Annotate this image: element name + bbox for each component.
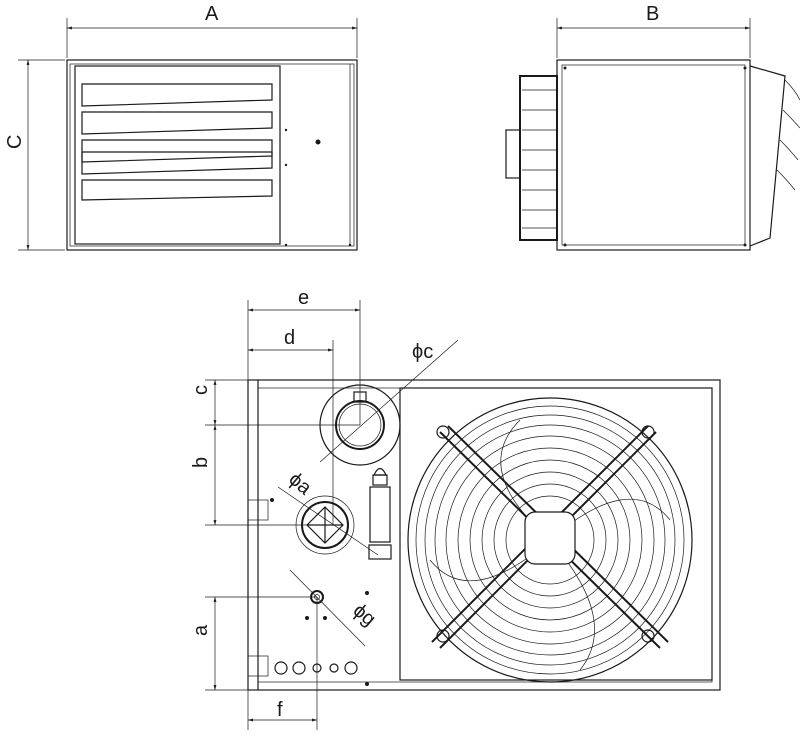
dimension-a-label: A: [205, 3, 219, 25]
diameter-a-label: ϕa: [284, 468, 316, 500]
dimension-c-label: C: [4, 135, 26, 149]
louvers: [81, 83, 273, 201]
side-view: B: [505, 3, 800, 251]
dimension-c-label-rear: c: [190, 385, 212, 395]
sight-glass: [368, 467, 392, 560]
diameter-c-label: ϕc: [412, 341, 433, 363]
dimension-e-label: e: [298, 287, 309, 309]
diameter-g-label: ϕg: [349, 599, 380, 630]
front-view: A C: [4, 3, 358, 251]
fan-grille: [407, 397, 693, 683]
rear-view: e d c b a f ϕc ϕa ϕg: [190, 287, 721, 730]
dimension-a-label-rear: a: [190, 624, 212, 636]
bottom-connectors: [274, 661, 358, 675]
dimension-f-label: f: [277, 699, 283, 721]
dimension-b-label-rear: b: [190, 457, 212, 468]
dimension-b-label: B: [646, 3, 659, 25]
dimension-d-label: d: [284, 327, 295, 349]
